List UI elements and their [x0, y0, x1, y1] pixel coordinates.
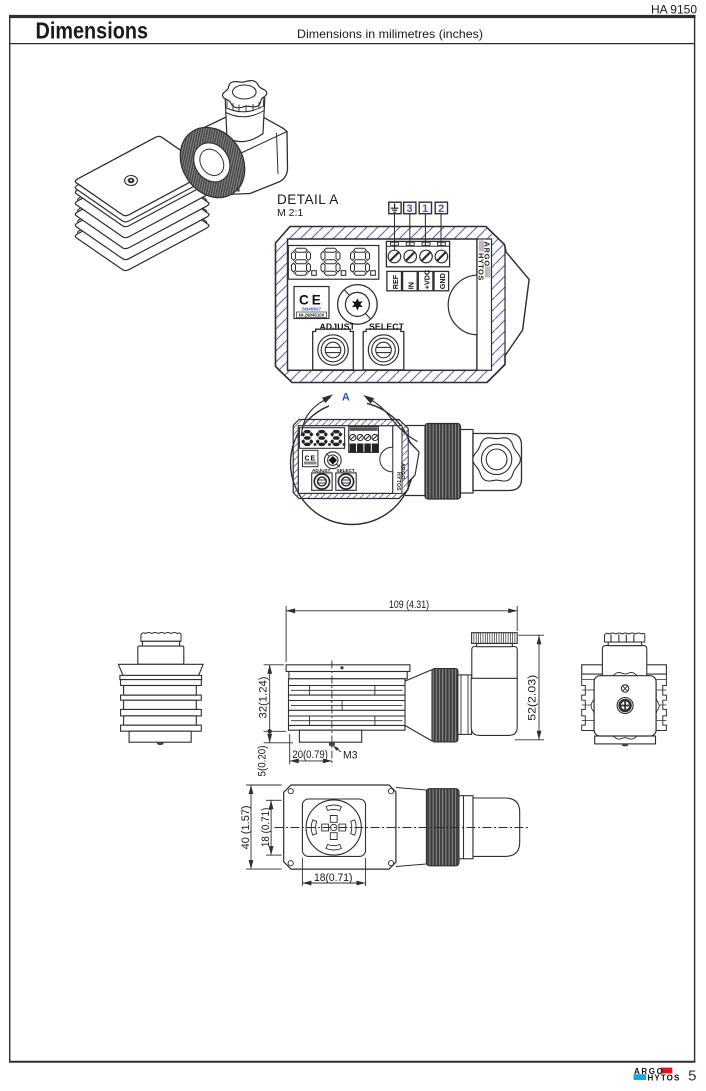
svg-text:Nr.29045100: Nr.29045100 — [299, 312, 325, 317]
svg-text:Dimensions in milimetres (inch: Dimensions in milimetres (inches) — [297, 27, 483, 41]
svg-text:18(0.71): 18(0.71) — [314, 872, 353, 884]
svg-text:+VDC: +VDC — [422, 270, 431, 289]
svg-text:M3: M3 — [343, 750, 358, 762]
svg-text:20(0.79): 20(0.79) — [292, 749, 328, 761]
svg-text:ADJUST: ADJUST — [320, 322, 356, 332]
svg-text:SELECT: SELECT — [337, 468, 355, 473]
svg-text:REF: REF — [391, 274, 400, 289]
svg-text:ARGO: ARGO — [399, 463, 405, 480]
svg-text:Dimensions: Dimensions — [36, 18, 149, 44]
svg-text:52(2.03): 52(2.03) — [526, 675, 538, 721]
svg-text:3: 3 — [407, 203, 413, 215]
svg-text:32(1.24): 32(1.24) — [258, 677, 270, 719]
svg-text:CE: CE — [299, 293, 324, 308]
svg-text:SELECT: SELECT — [369, 322, 405, 332]
svg-text:ARGO: ARGO — [482, 242, 491, 267]
svg-text:1: 1 — [422, 203, 428, 215]
svg-text:HA 9150: HA 9150 — [651, 3, 697, 17]
svg-text:109 (4.31): 109 (4.31) — [389, 599, 429, 611]
svg-text:SN45607: SN45607 — [302, 307, 322, 312]
svg-text:5: 5 — [688, 1068, 696, 1085]
svg-text:HYTOS: HYTOS — [477, 253, 486, 281]
svg-text:GND: GND — [438, 273, 447, 289]
svg-text:5(0.20): 5(0.20) — [257, 746, 269, 777]
svg-text:40 (1.57): 40 (1.57) — [240, 805, 252, 849]
svg-text:HYTOS: HYTOS — [648, 1074, 681, 1083]
svg-text:M 2:1: M 2:1 — [277, 207, 303, 219]
svg-text:2: 2 — [438, 203, 444, 215]
svg-text:ADJUST: ADJUST — [312, 468, 331, 473]
svg-text:A: A — [342, 392, 350, 404]
svg-text:HYTOS: HYTOS — [395, 472, 401, 491]
svg-text:18 (0.71): 18 (0.71) — [260, 808, 272, 848]
svg-text:IN: IN — [407, 282, 416, 289]
svg-text:DETAIL A: DETAIL A — [277, 192, 339, 207]
svg-text:ARGO: ARGO — [634, 1067, 664, 1076]
svg-text:CE: CE — [305, 456, 317, 463]
